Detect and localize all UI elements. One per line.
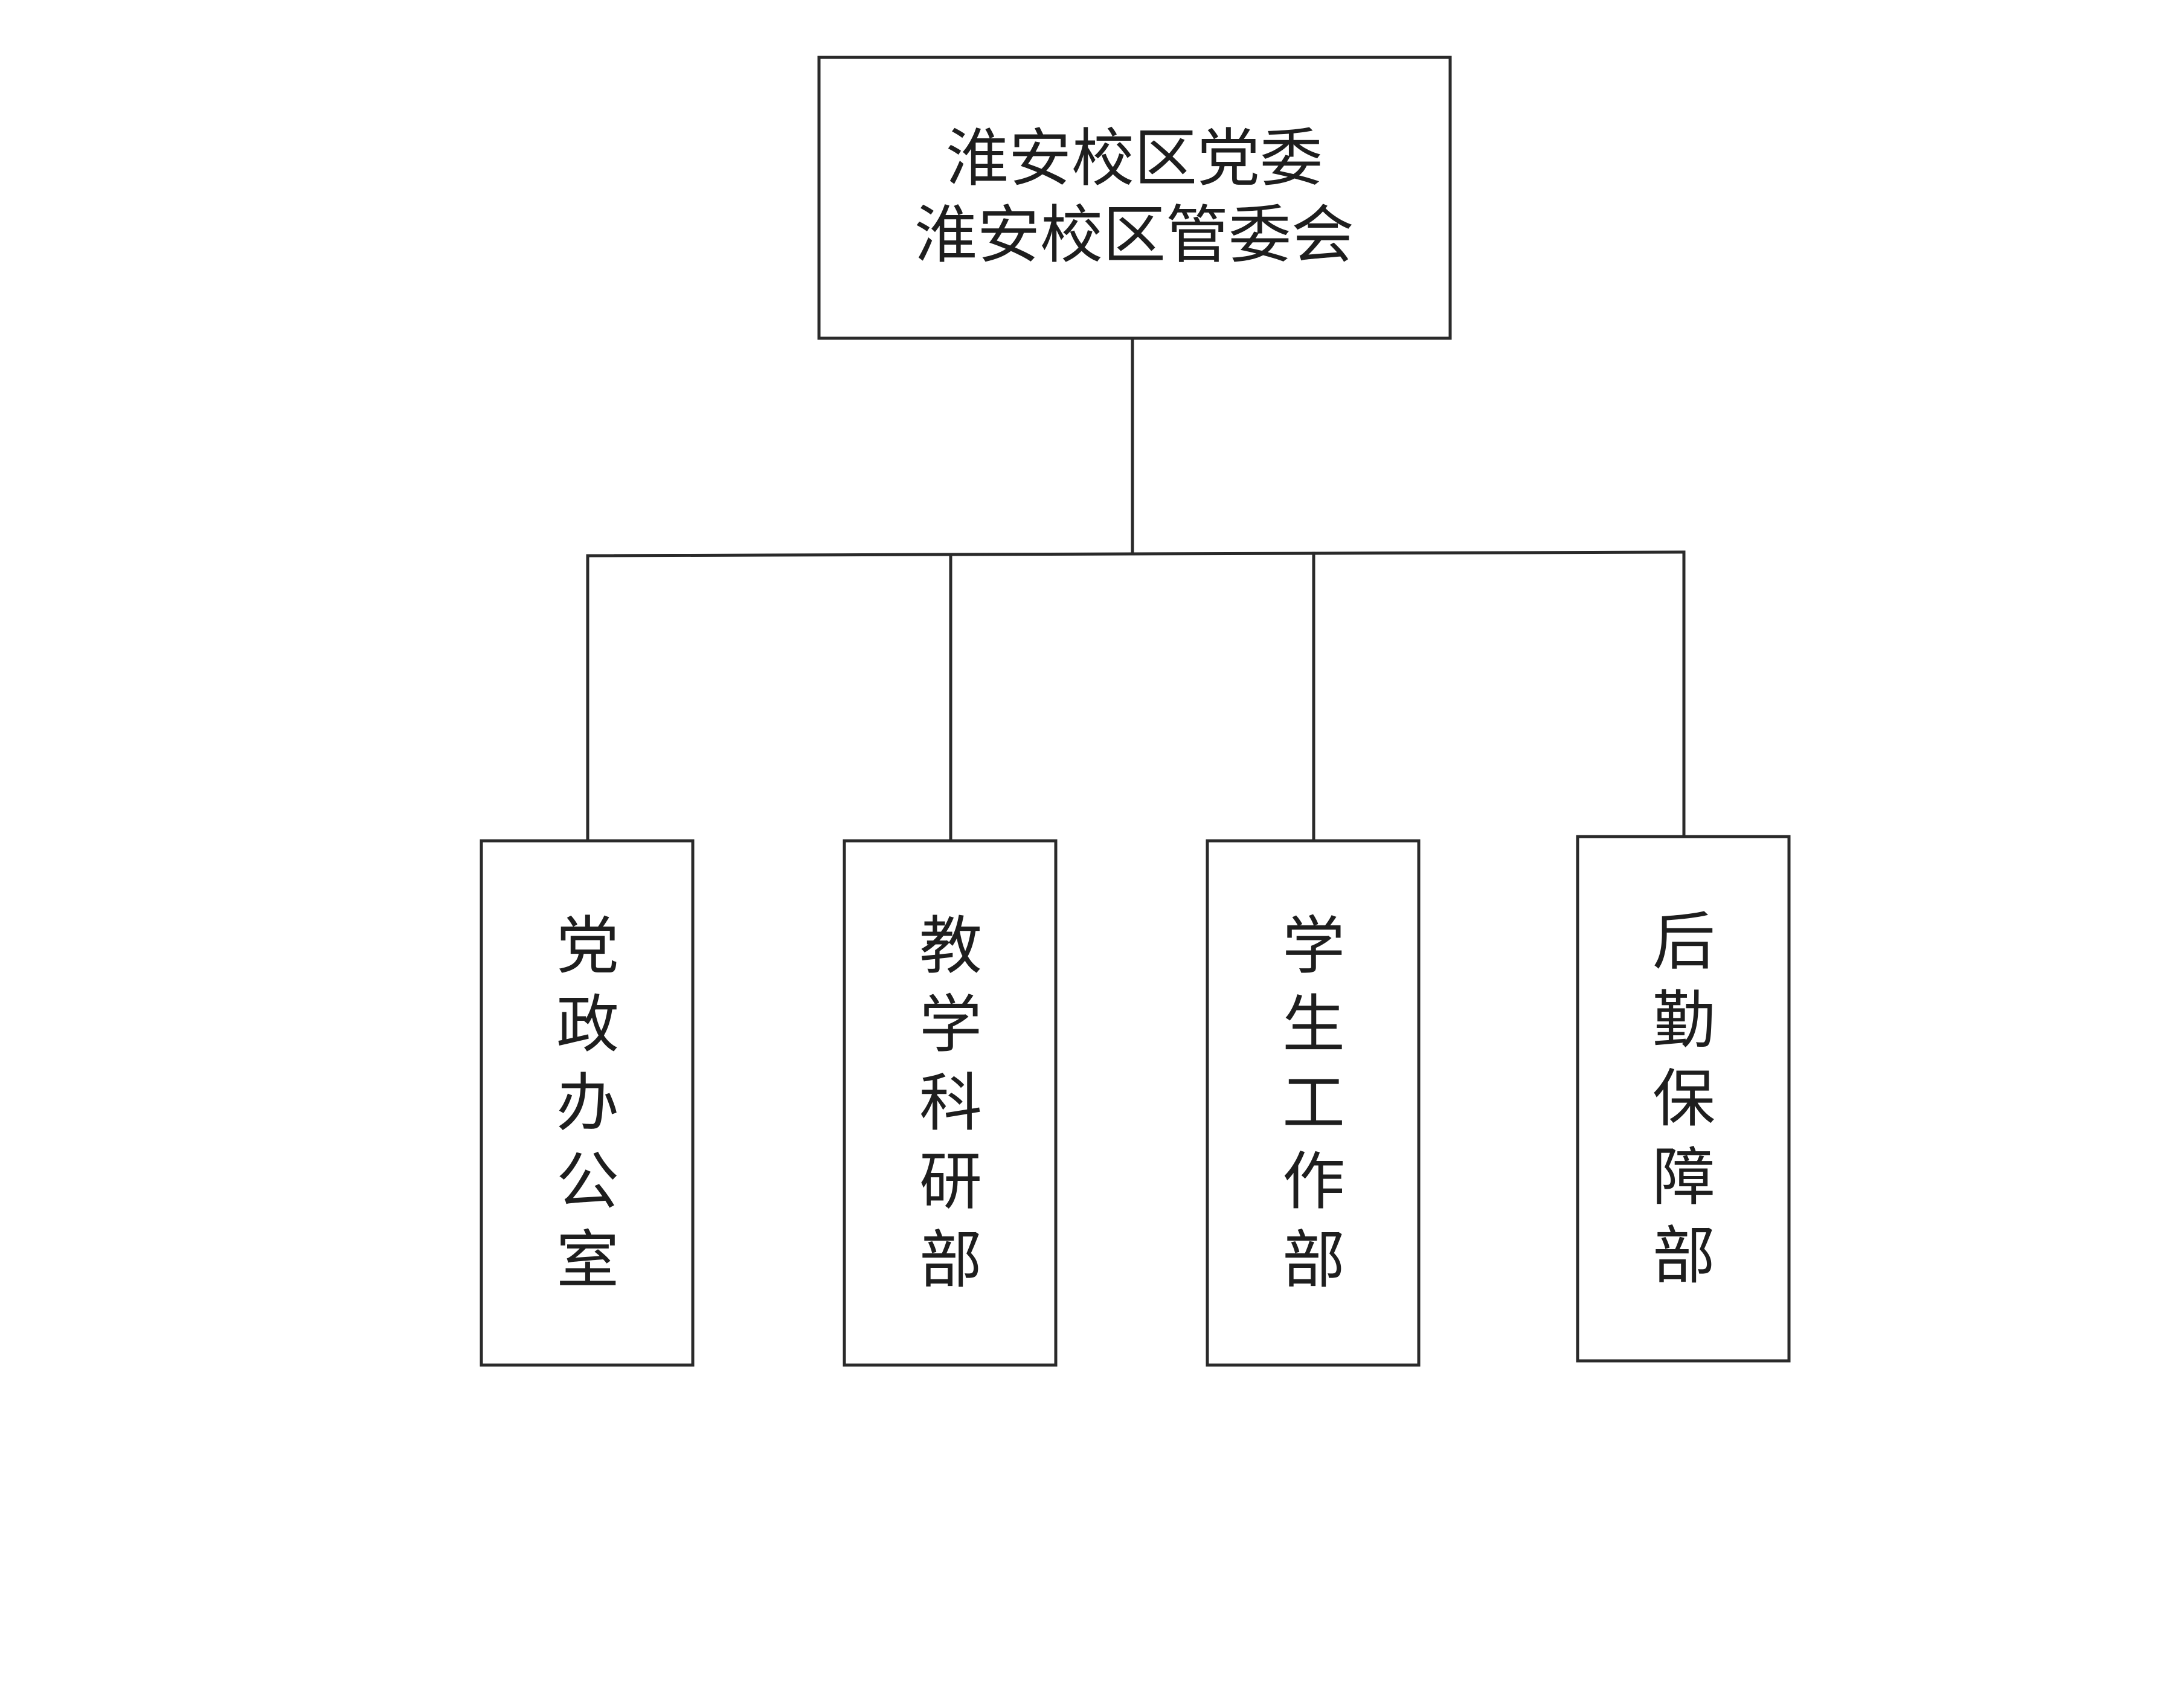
top-node-line2: 淮安校区管委会 <box>914 198 1354 272</box>
department-label-char: 公 <box>556 1145 619 1218</box>
department-label-char: 部 <box>1652 1219 1715 1293</box>
top-node-box <box>817 56 1452 340</box>
department-label-char: 工 <box>1282 1066 1345 1140</box>
department-label-char: 部 <box>1282 1223 1345 1297</box>
department-box <box>843 839 1058 1367</box>
department-label: 党政办公室 <box>556 909 619 1297</box>
department-label-char: 办 <box>556 1066 619 1140</box>
department-label-char: 作 <box>1282 1145 1345 1218</box>
branch-bar <box>586 550 1686 558</box>
department-node-4: 后勤保障部 <box>1576 835 1791 1363</box>
department-label-char: 党 <box>556 909 619 983</box>
department-node-3: 学生工作部 <box>1206 839 1421 1367</box>
department-box <box>480 839 695 1367</box>
department-label-char: 生 <box>1282 988 1345 1061</box>
department-label: 后勤保障部 <box>1652 905 1715 1293</box>
department-label-char: 学 <box>1282 909 1345 983</box>
department-label-char: 勤 <box>1652 983 1715 1057</box>
department-label: 教学科研部 <box>919 909 982 1297</box>
top-node-line1: 淮安校区党委 <box>946 121 1323 195</box>
department-label: 学生工作部 <box>1282 909 1345 1297</box>
department-label-char: 后 <box>1652 905 1715 979</box>
department-label-char: 研 <box>919 1145 982 1218</box>
department-box <box>1576 835 1791 1363</box>
department-label-char: 政 <box>556 988 619 1061</box>
department-label-char: 学 <box>919 988 982 1061</box>
department-box <box>1206 839 1421 1367</box>
department-label-char: 障 <box>1652 1140 1715 1214</box>
department-label-char: 教 <box>919 909 982 983</box>
department-label-char: 保 <box>1652 1062 1715 1136</box>
top-node: 淮安校区党委 淮安校区管委会 <box>817 56 1452 340</box>
department-label-char: 室 <box>556 1223 619 1297</box>
department-label-char: 科 <box>919 1066 982 1140</box>
department-node-2: 教学科研部 <box>843 839 1058 1367</box>
connectors <box>586 336 1686 843</box>
department-node-1: 党政办公室 <box>480 839 695 1367</box>
department-label-char: 部 <box>919 1223 982 1297</box>
